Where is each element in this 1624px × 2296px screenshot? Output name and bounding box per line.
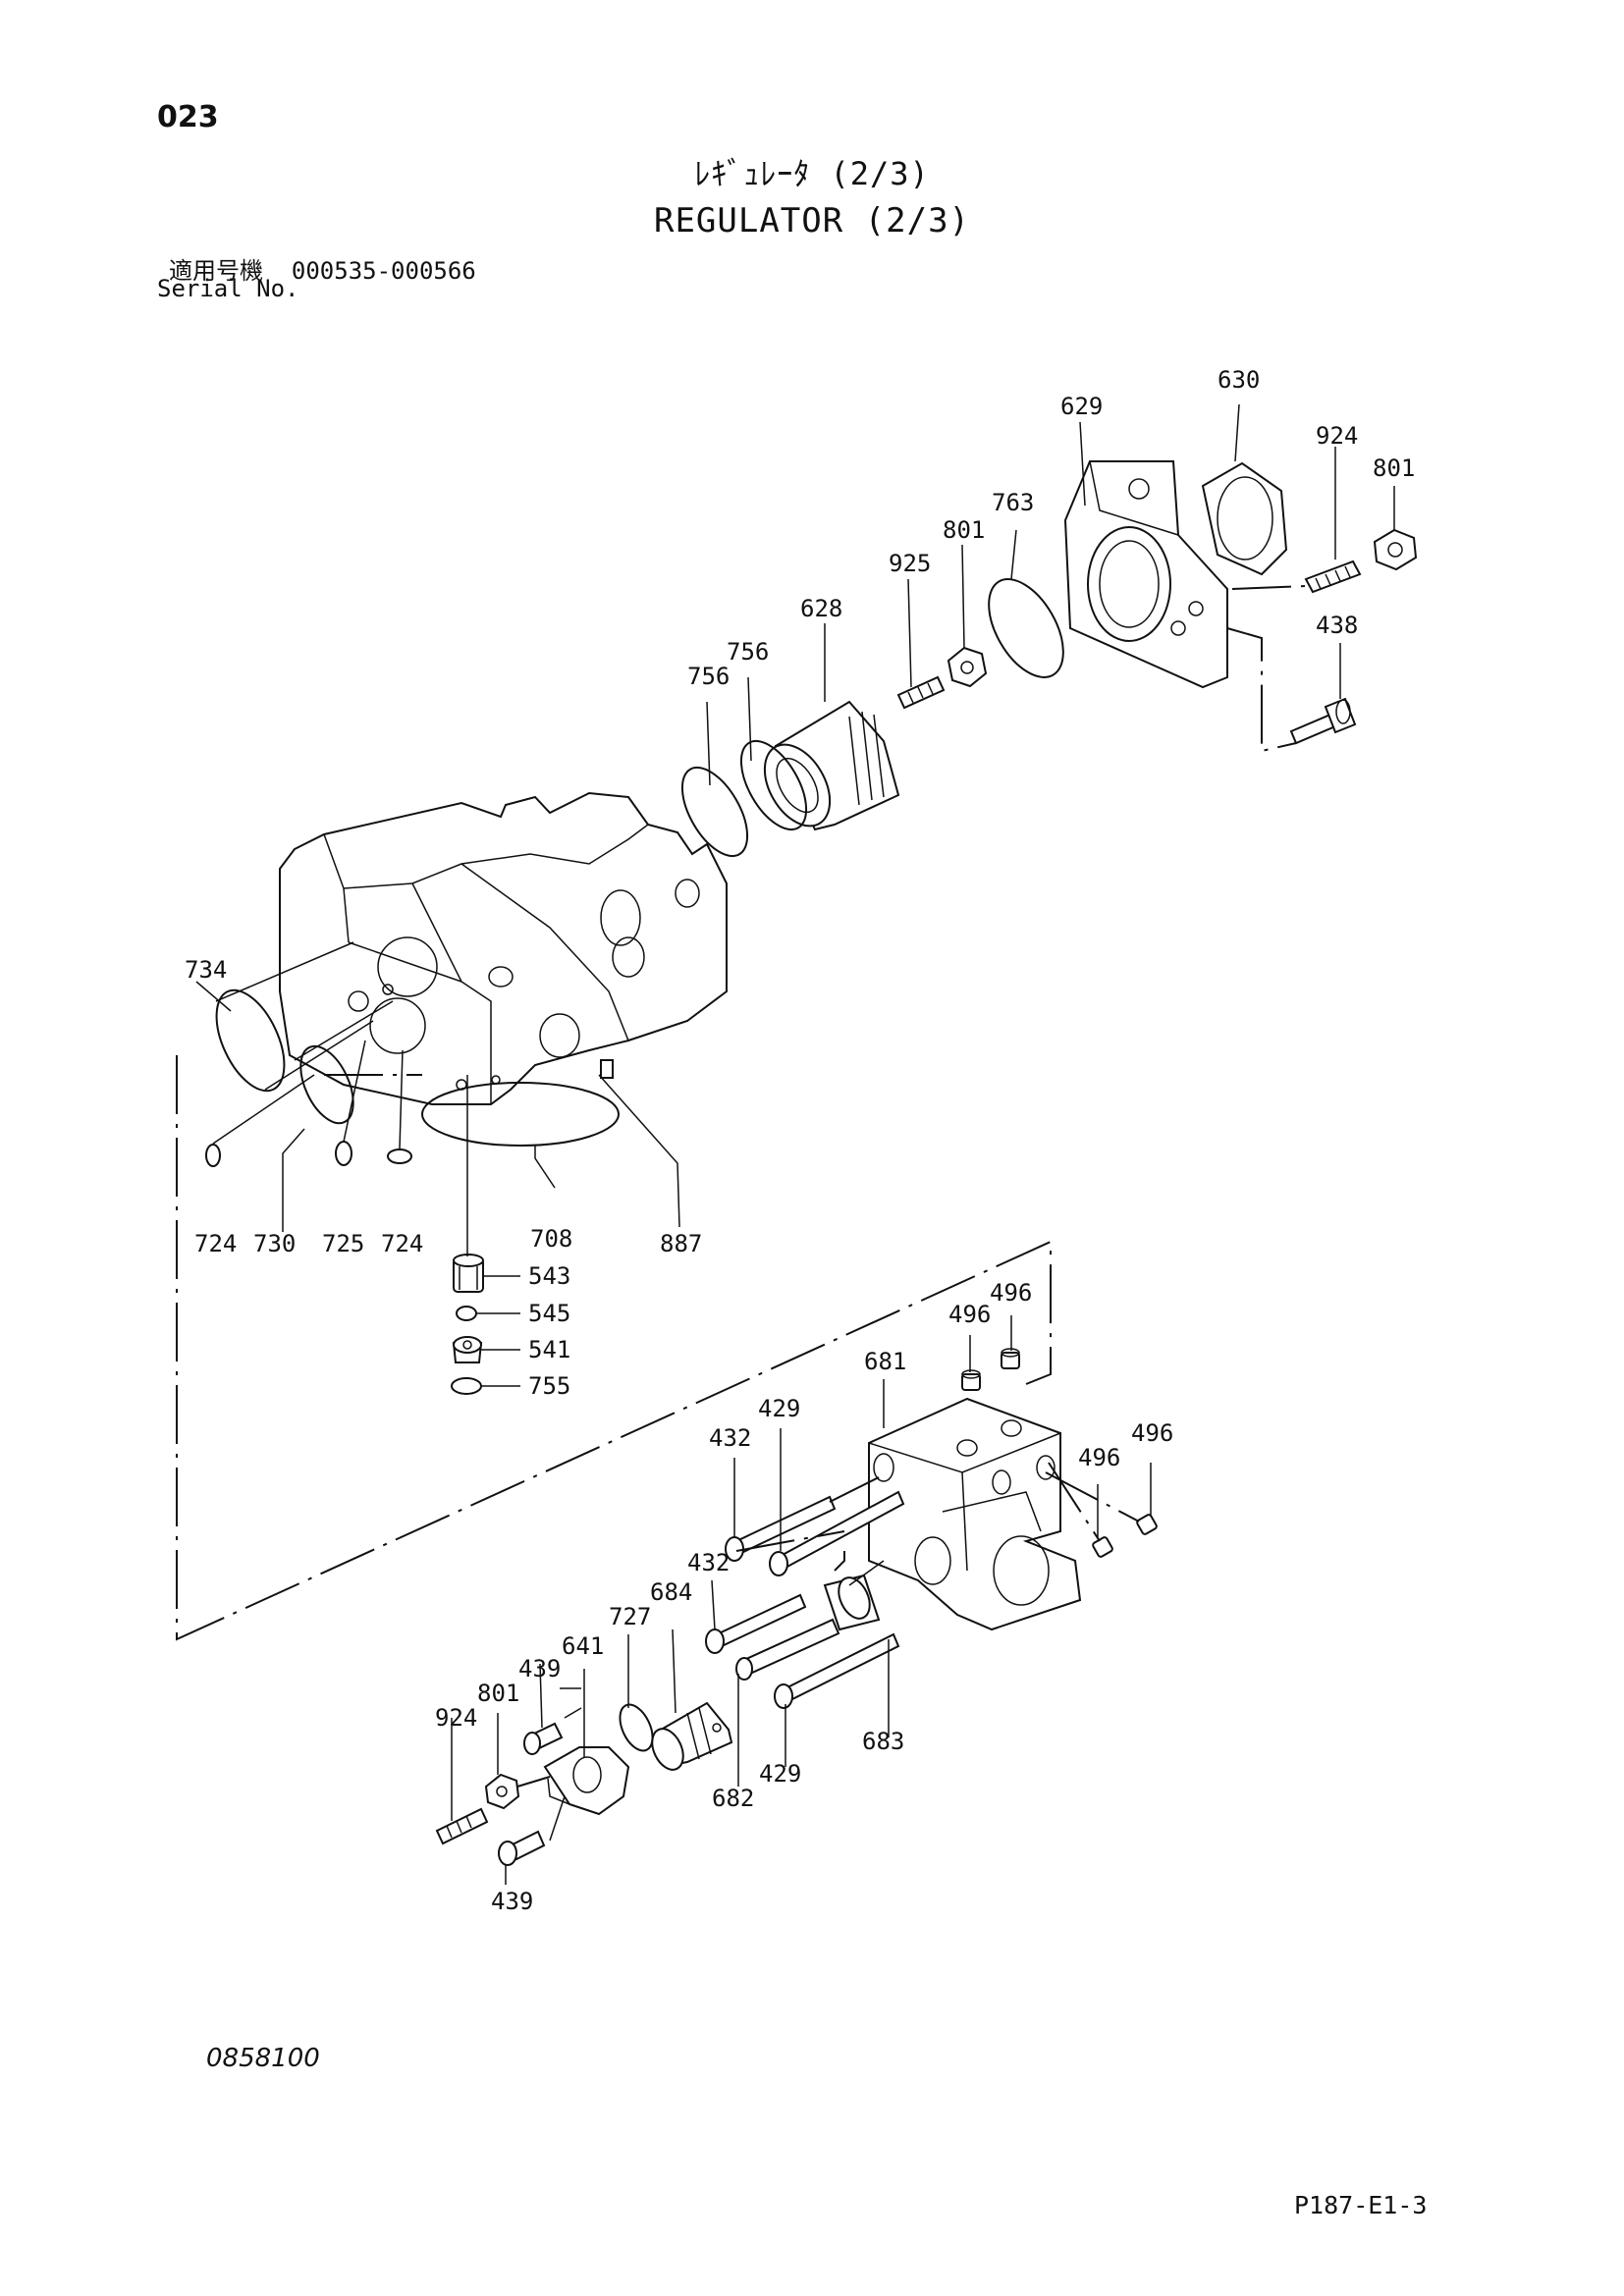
bolt-439-upper (523, 1722, 564, 1755)
serial-label-jp: 適用号機 (169, 257, 263, 285)
callout-432-lower: 432 (687, 1549, 730, 1576)
callout-641: 641 (562, 1632, 604, 1660)
callout-725: 725 (322, 1230, 364, 1257)
plug-496-a (961, 1369, 981, 1391)
o-ring-724-left (205, 1144, 221, 1167)
callout-681: 681 (864, 1348, 906, 1375)
o-ring-725 (335, 1141, 352, 1166)
callout-496-b: 496 (990, 1279, 1032, 1307)
callout-924-lower: 924 (435, 1704, 477, 1732)
callout-801-lower: 801 (477, 1680, 519, 1707)
callout-763: 763 (992, 489, 1034, 516)
title-japanese: ﾚｷﾞｭﾚｰﾀ (2/3) (694, 155, 930, 192)
callout-429-upper: 429 (758, 1395, 800, 1422)
callout-755: 755 (528, 1372, 570, 1400)
callout-801-mid: 801 (943, 516, 985, 544)
o-ring-763 (988, 578, 1064, 678)
o-ring-734 (215, 988, 286, 1093)
callout-925: 925 (889, 550, 931, 577)
callout-684: 684 (650, 1578, 692, 1606)
plug-541 (452, 1336, 483, 1363)
callout-541: 541 (528, 1336, 570, 1363)
plug-628 (763, 700, 900, 831)
bolt-439-lower (498, 1830, 546, 1866)
callout-756-left: 756 (687, 663, 730, 690)
cover-641 (543, 1746, 630, 1816)
callout-887: 887 (660, 1230, 702, 1257)
bolt-683 (774, 1632, 900, 1709)
spool-684 (823, 1574, 881, 1631)
drawing-code: 0858100 (206, 2044, 320, 2073)
bolt-432-upper (725, 1495, 837, 1562)
callout-545: 545 (528, 1300, 570, 1327)
callout-682: 682 (712, 1785, 754, 1812)
screw-924-top (1304, 560, 1362, 594)
o-ring-708 (421, 1082, 620, 1147)
plug-496-d (1136, 1514, 1158, 1535)
page-number: 023 (157, 100, 219, 134)
callout-496-a: 496 (948, 1301, 991, 1328)
nut-630 (1201, 461, 1288, 576)
callout-708: 708 (530, 1225, 572, 1253)
callout-683: 683 (862, 1728, 904, 1755)
callout-629: 629 (1060, 393, 1103, 420)
callout-801-top: 801 (1373, 454, 1415, 482)
serial-range: 000535-000566 (291, 257, 476, 285)
nut-801-mid (947, 646, 988, 688)
piston-684 (651, 1701, 733, 1771)
callout-438: 438 (1316, 612, 1358, 639)
callout-439-lower: 439 (491, 1888, 533, 1915)
regulator-body (279, 791, 728, 1105)
bolt-432-lower (705, 1593, 807, 1654)
callout-724-right: 724 (381, 1230, 423, 1257)
callout-543: 543 (528, 1262, 570, 1290)
bolt-429-upper (769, 1490, 905, 1576)
serial-line-japanese: 適用号機 000535-000566 (169, 251, 476, 286)
callout-496-d: 496 (1131, 1419, 1173, 1447)
plug-496-b (1001, 1348, 1020, 1369)
serial-label-en: Serial No. (157, 275, 299, 302)
screw-924-lower (435, 1807, 489, 1845)
nut-801-top (1373, 528, 1418, 571)
o-ring-724-right (387, 1148, 412, 1164)
nut-801-lower (484, 1773, 520, 1810)
callout-730: 730 (253, 1230, 296, 1257)
title-english: REGULATOR (2/3) (653, 201, 971, 240)
callout-432-upper: 432 (709, 1424, 751, 1452)
callout-734: 734 (185, 956, 227, 984)
callout-630: 630 (1218, 366, 1260, 394)
page-reference: P187-E1-3 (1294, 2191, 1428, 2219)
o-ring-755 (451, 1377, 482, 1395)
callout-439-upper: 439 (518, 1655, 561, 1682)
bolt-438 (1289, 697, 1357, 745)
backup-ring-756 (680, 739, 808, 858)
callout-727: 727 (609, 1603, 651, 1630)
spool-682 (735, 1618, 840, 1681)
callout-924-top: 924 (1316, 422, 1358, 450)
ring-545 (456, 1306, 477, 1321)
bracket-629 (1063, 460, 1228, 689)
callout-496-c: 496 (1078, 1444, 1120, 1471)
block-681 (868, 1397, 1082, 1631)
o-ring-727 (619, 1703, 654, 1752)
callout-628: 628 (800, 595, 842, 622)
callout-429-lower: 429 (759, 1760, 801, 1788)
callout-756-right: 756 (727, 638, 769, 666)
callout-724-left: 724 (194, 1230, 237, 1257)
screw-925 (896, 675, 946, 710)
sleeve-543 (453, 1254, 484, 1293)
plug-496-c (1092, 1536, 1113, 1558)
